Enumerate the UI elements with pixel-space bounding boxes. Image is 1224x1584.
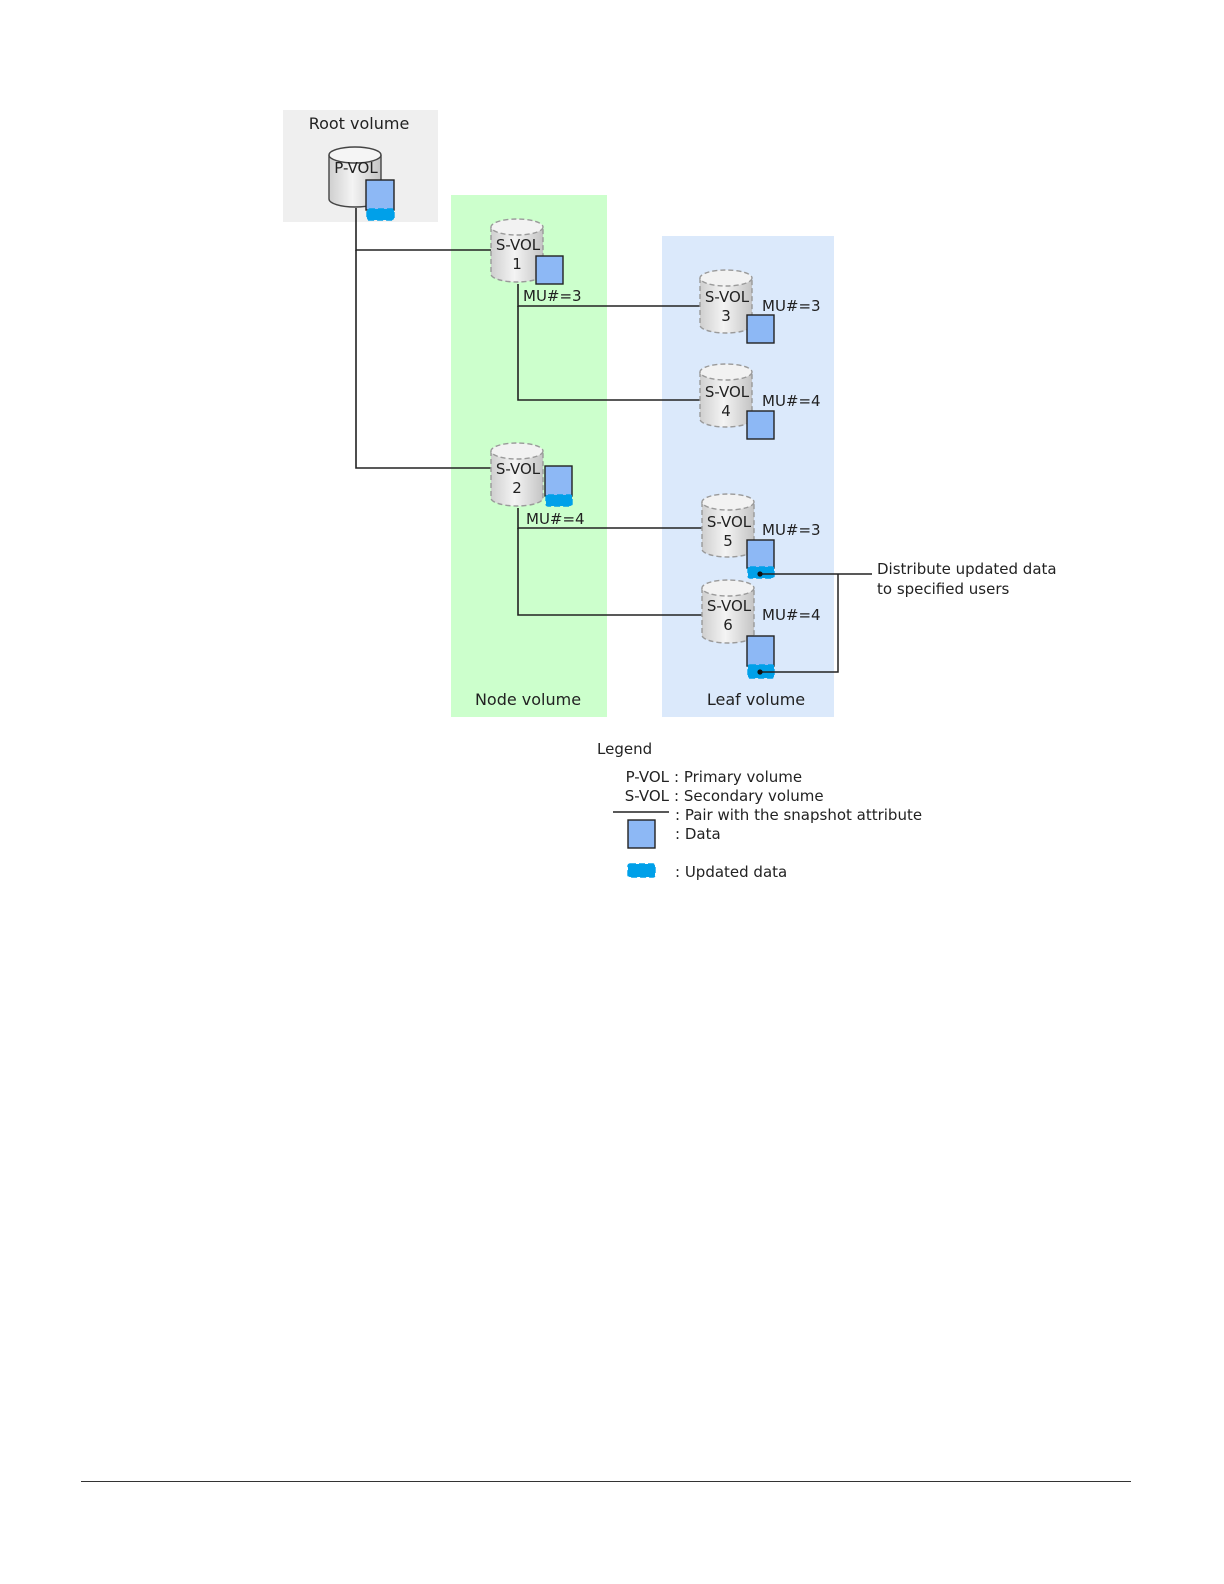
pvol-label: P-VOL	[334, 159, 378, 177]
leaf-volume-label: Leaf volume	[707, 690, 805, 709]
footer-rule	[81, 1481, 1131, 1482]
legend-updated-desc: : Updated data	[675, 863, 787, 881]
callout-dot-svol5	[757, 571, 762, 576]
pvol-data-block	[366, 180, 394, 210]
svol1-number: 1	[512, 255, 522, 273]
legend-pvol-term: P-VOL	[626, 768, 670, 786]
svol3-label: S-VOL	[705, 288, 750, 306]
legend: Legend P-VOL : Primary volume S-VOL : Se…	[597, 740, 922, 881]
svol4-number: 4	[721, 402, 731, 420]
callout-line-2: to specified users	[877, 580, 1009, 598]
legend-svol-desc: : Secondary volume	[674, 787, 824, 805]
svol1-mu-label: MU#=3	[523, 287, 582, 305]
svol2-data-block	[545, 466, 572, 496]
legend-svol-term: S-VOL	[625, 787, 670, 805]
svol2-updated-data	[546, 495, 572, 506]
svol6-data-block	[747, 636, 774, 666]
svol2-number: 2	[512, 479, 522, 497]
callout-dot-svol6	[757, 669, 762, 674]
svol4-data-block	[747, 411, 774, 439]
svol4-cylinder: S-VOL 4	[700, 364, 752, 427]
pvol-updated-data	[367, 209, 394, 220]
svol1-cylinder: S-VOL 1	[491, 219, 543, 282]
svol3-number: 3	[721, 307, 731, 325]
svol2-cylinder: S-VOL 2	[491, 443, 543, 506]
svol2-mu-label: MU#=4	[526, 510, 585, 528]
svol1-label: S-VOL	[496, 236, 541, 254]
legend-title: Legend	[597, 740, 652, 758]
root-volume-label: Root volume	[309, 114, 410, 133]
node-volume-label: Node volume	[475, 690, 581, 709]
svol5-cylinder: S-VOL 5	[702, 494, 754, 557]
svol1-data-block	[536, 256, 563, 284]
callout-line-1: Distribute updated data	[877, 560, 1057, 578]
svol5-data-block	[747, 540, 774, 568]
svol6-label: S-VOL	[707, 597, 752, 615]
legend-updated-sample	[628, 864, 655, 877]
svol5-mu-label: MU#=3	[762, 521, 821, 539]
svol3-mu-label: MU#=3	[762, 297, 821, 315]
legend-pair-desc: : Pair with the snapshot attribute	[675, 806, 922, 824]
svol6-cylinder: S-VOL 6	[702, 580, 754, 643]
legend-pvol-desc: : Primary volume	[674, 768, 802, 786]
svol3-data-block	[747, 315, 774, 343]
legend-data-sample	[628, 820, 655, 848]
svol2-label: S-VOL	[496, 460, 541, 478]
svol6-mu-label: MU#=4	[762, 606, 821, 624]
svol3-cylinder: S-VOL 3	[700, 270, 752, 333]
legend-data-desc: : Data	[675, 825, 721, 843]
svol6-number: 6	[723, 616, 733, 634]
svol5-number: 5	[723, 532, 733, 550]
svol4-label: S-VOL	[705, 383, 750, 401]
svol5-label: S-VOL	[707, 513, 752, 531]
svol4-mu-label: MU#=4	[762, 392, 821, 410]
